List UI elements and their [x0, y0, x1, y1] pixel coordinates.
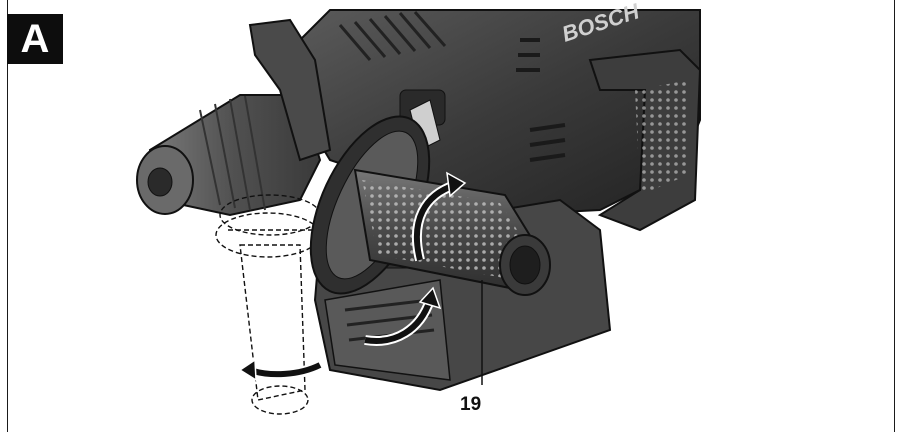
rotation-arrow-icon: [238, 358, 323, 382]
auxiliary-handle-alt-position: [215, 194, 321, 415]
tool-holder: [136, 18, 332, 217]
callout-number: 19: [460, 394, 482, 415]
main-handle: [588, 48, 702, 232]
auxiliary-handle: [309, 115, 551, 296]
figure-label: A: [7, 14, 63, 64]
rotation-arrow-icon: [411, 171, 467, 262]
rotation-arrow-icon: [364, 286, 442, 346]
figure-frame: [7, 0, 895, 432]
